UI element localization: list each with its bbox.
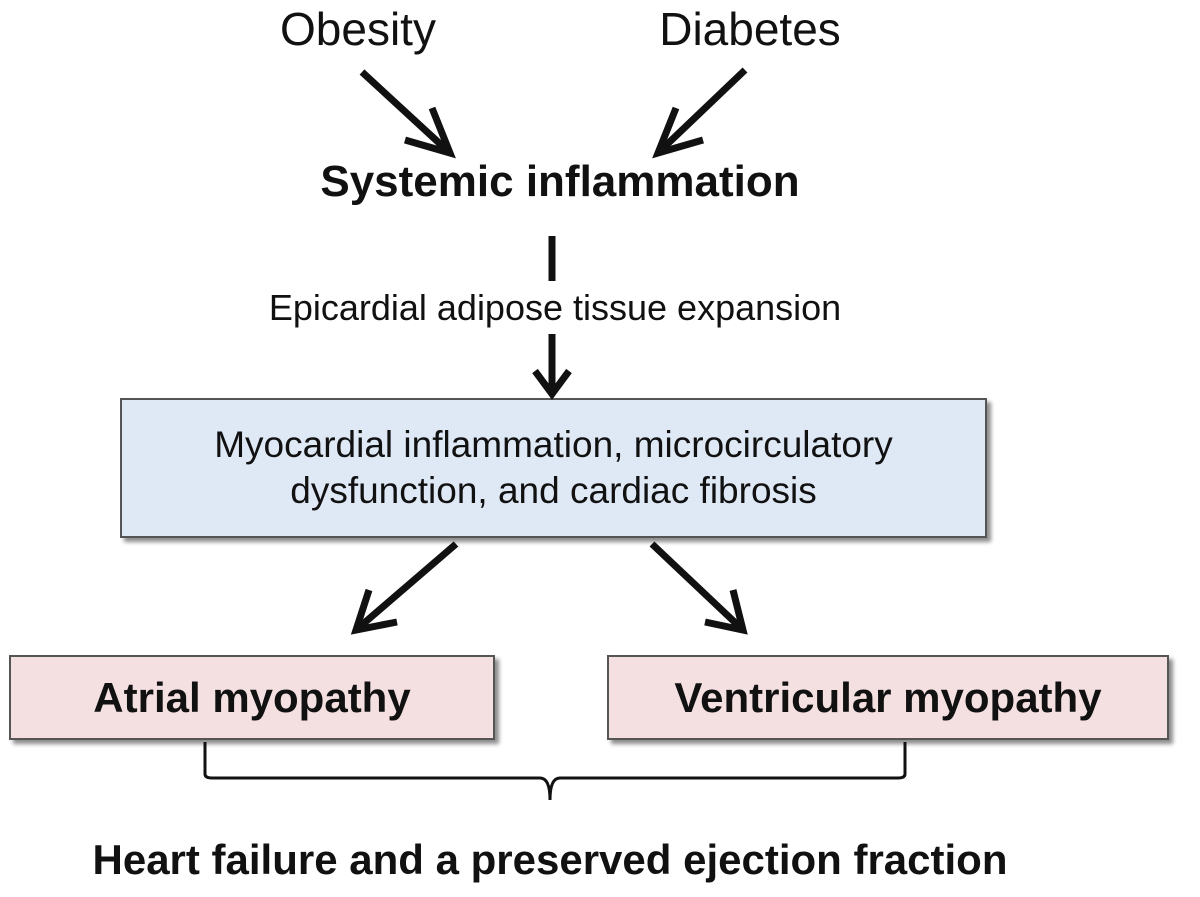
node-ventricular-myopathy: Ventricular myopathy bbox=[607, 655, 1169, 740]
myocardial-line-1: Myocardial inflammation, microcirculator… bbox=[214, 424, 893, 465]
arrow-diabetes-to-inflammation bbox=[652, 67, 748, 159]
ventricular-myopathy-label: Ventricular myopathy bbox=[674, 673, 1102, 721]
arrow-myocardial-to-atrial bbox=[350, 541, 459, 635]
arrow-epicardial-to-myocardial bbox=[532, 334, 572, 400]
node-obesity: Obesity bbox=[280, 3, 436, 55]
myocardial-line-2: dysfunction, and cardiac fibrosis bbox=[290, 470, 817, 511]
brace-myopathies bbox=[203, 742, 907, 801]
arrow-obesity-to-inflammation bbox=[359, 69, 456, 159]
node-diabetes: Diabetes bbox=[659, 3, 841, 55]
atrial-myopathy-label: Atrial myopathy bbox=[93, 673, 411, 721]
arrow-myocardial-to-ventricular bbox=[649, 541, 748, 635]
node-epicardial-expansion: Epicardial adipose tissue expansion bbox=[268, 287, 842, 328]
node-systemic-inflammation: Systemic inflammation bbox=[320, 157, 800, 206]
node-myocardial-box: Myocardial inflammation, microcirculator… bbox=[120, 398, 987, 538]
node-hfpef-outcome: Heart failure and a preserved ejection f… bbox=[92, 836, 1008, 883]
node-atrial-myopathy: Atrial myopathy bbox=[9, 655, 495, 740]
